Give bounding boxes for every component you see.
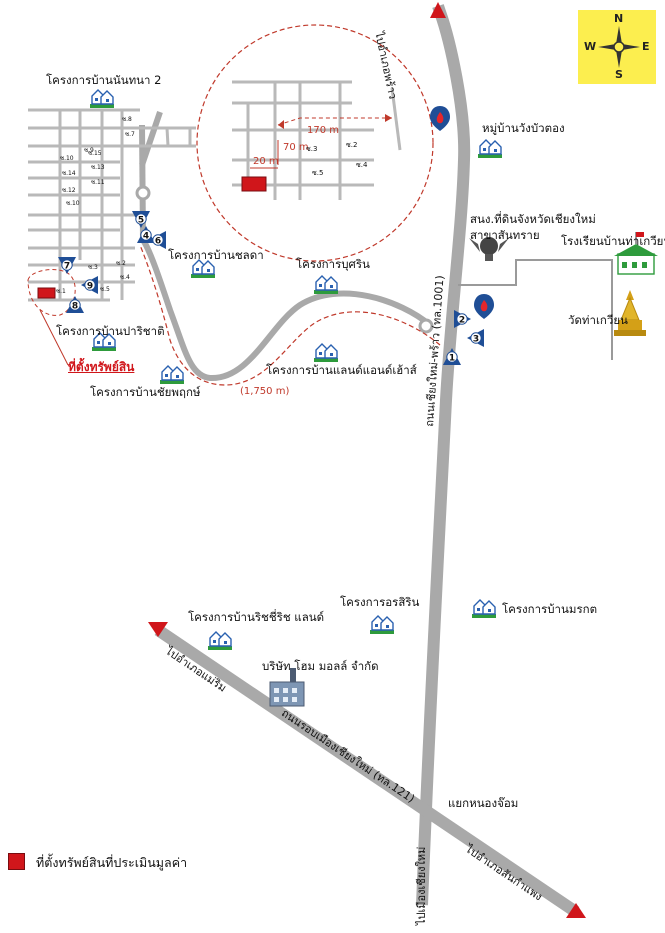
view-marker-number: 4 [143, 232, 149, 242]
view-marker-9: 9 [81, 276, 98, 294]
label-to-chiangmai: ไปเมืองเชียงใหม่ [415, 846, 428, 925]
soi-label: ซ.14 [62, 170, 76, 177]
ring-road-121 [154, 625, 580, 917]
soi-label: ซ.2 [116, 260, 126, 267]
soi-label: ซ.7 [125, 131, 135, 138]
inset-soi-4: ซ.4 [356, 161, 368, 169]
house-icon [89, 89, 115, 109]
view-marker-number: 2 [459, 316, 465, 326]
gas-station-icon [430, 106, 450, 131]
soi-label: ซ.13 [91, 164, 105, 171]
label-school: โรงเรียนบ้านท่าเกวียน [561, 234, 665, 248]
site-parcel [37, 287, 56, 299]
arrow-sankamphaeng-icon [566, 903, 586, 918]
house-icon [207, 631, 233, 651]
label-richy: โครงการบ้านริชชี่ริช แลนด์ [188, 610, 325, 624]
inset-soi-2: ซ.2 [346, 141, 358, 149]
label-wangbuatong: หมู่บ้านวังบัวตอง [482, 121, 565, 135]
label-busarin: โครงการบุศริน [296, 257, 370, 271]
label-temple: วัดท่าเกวียน [568, 313, 628, 327]
house-icon [313, 275, 339, 295]
legend-swatch [8, 853, 25, 870]
soi-label: ซ.10 [66, 200, 80, 207]
view-marker-8: 8 [66, 296, 84, 313]
label-site: ที่ตั้งทรัพย์สิน [68, 360, 135, 374]
inset-dim-70: 70 m [283, 142, 309, 153]
soi-label: ซ.8 [122, 116, 132, 123]
house-icon [313, 343, 339, 363]
garuda-emblem-icon [469, 237, 509, 261]
view-marker-3: 3 [467, 329, 484, 347]
soi-label: ซ.3 [88, 264, 98, 271]
roundabout-icon [135, 185, 151, 201]
view-marker-number: 3 [473, 335, 479, 345]
soi-label: ซ.9 [84, 147, 94, 154]
compass-rose-icon [578, 10, 656, 84]
soi-label: ซ.12 [62, 187, 76, 194]
factory-icon [269, 668, 305, 707]
arrow-maerim-icon [148, 622, 168, 637]
view-marker-5: 5 [132, 211, 150, 228]
soi-label: ซ.4 [120, 274, 130, 281]
view-marker-number: 9 [87, 282, 93, 292]
legend-label: ที่ตั้งทรัพย์สินที่ประเมินมูลค่า [36, 855, 188, 870]
view-marker-number: 7 [64, 262, 70, 272]
label-homemall: บริษัท โฮม มอลล์ จำกัด [262, 659, 379, 673]
inset-soi-5: ซ.5 [312, 169, 324, 177]
gas-station-icon [474, 294, 494, 319]
label-junction: แยกหนองจ๊อม [448, 796, 519, 810]
view-marker-number: 5 [138, 216, 144, 226]
view-marker-number: 8 [72, 302, 78, 312]
label-distance: (1,750 m) [240, 386, 290, 397]
label-morakot: โครงการบ้านมรกต [502, 602, 598, 616]
label-chonlada: โครงการบ้านชลดา [168, 248, 264, 262]
site-leader-line [39, 309, 69, 366]
roundabout-icon [418, 318, 434, 334]
compass-east: E [642, 40, 650, 53]
soi-label: ซ.1 [56, 288, 66, 295]
inset-site-parcel [241, 176, 267, 192]
soi-label: ซ.5 [100, 286, 110, 293]
view-marker-6: 6 [149, 231, 166, 249]
site-outline [27, 269, 76, 366]
arrow-north-icon [430, 2, 446, 18]
label-parichart: โครงการบ้านปาริชาติ [56, 324, 165, 338]
view-marker-4: 4 [137, 226, 155, 243]
route-dashed [139, 244, 441, 386]
house-icon [471, 599, 497, 619]
inset-dim-170: 170 m [307, 125, 340, 136]
soi-label: ซ.15 [88, 150, 102, 157]
inset-circle [196, 24, 434, 262]
school-icon [614, 232, 658, 275]
label-orasirin: โครงการอรสิริน [340, 595, 420, 609]
view-marker-7: 7 [58, 257, 76, 274]
compass-west: W [584, 40, 597, 53]
compass-north: N [614, 12, 624, 25]
view-marker-number: 1 [449, 354, 455, 364]
label-chaiyapruek: โครงการบ้านชัยพฤกษ์ [90, 385, 201, 399]
label-landhouse: โครงการบ้านแลนด์แอนด์เฮ้าส์ [266, 363, 417, 377]
view-marker-2: 2 [454, 310, 471, 328]
road-to-temple [458, 259, 613, 360]
highway-1001 [416, 4, 471, 906]
label-nantana: โครงการบ้านนันทนา 2 [46, 73, 162, 87]
inset-soi-3: ซ.3 [306, 145, 318, 153]
view-marker-1: 1 [443, 348, 461, 365]
temple-icon [614, 290, 646, 336]
house-icon [477, 139, 503, 159]
soi-label: ซ.11 [91, 179, 105, 186]
soi-label: ซ.10 [60, 155, 74, 162]
house-icon [369, 615, 395, 635]
house-icon [159, 365, 185, 385]
label-landoffice-1: สนง.ที่ดินจังหวัดเชียงใหม่ [470, 212, 596, 226]
subdivision-grid [28, 108, 196, 302]
compass-south: S [615, 68, 623, 81]
inset-dim-20: 20 m [253, 156, 279, 167]
label-landoffice-2: สาขาสันทราย [470, 228, 540, 242]
view-marker-number: 6 [155, 237, 161, 247]
